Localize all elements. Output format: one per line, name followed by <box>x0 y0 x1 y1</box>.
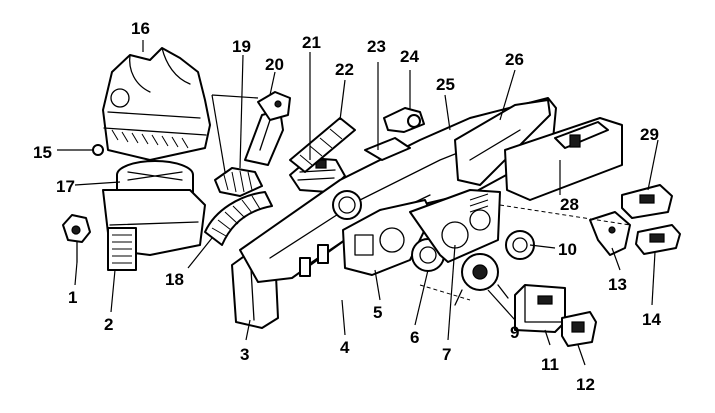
part-22-hose <box>289 117 356 173</box>
part-26-dash-end <box>454 99 551 186</box>
part-5-instrument-bezel <box>342 199 433 276</box>
label-26: 26 <box>505 50 524 69</box>
callout-labels: 1 2 3 4 5 6 7 9 10 11 12 13 14 15 16 17 … <box>33 19 661 394</box>
label-21: 21 <box>302 33 321 52</box>
part-13-bracket <box>589 211 631 256</box>
label-29: 29 <box>640 125 659 144</box>
part-16-blower-housing <box>102 47 211 161</box>
label-1: 1 <box>68 288 77 307</box>
label-3: 3 <box>240 345 249 364</box>
part-29-switch <box>621 184 673 219</box>
part-1-switch <box>62 214 91 263</box>
label-15: 15 <box>33 143 52 162</box>
label-6: 6 <box>410 328 419 347</box>
part-15-fastener <box>92 144 104 156</box>
label-19: 19 <box>232 37 251 56</box>
label-4: 4 <box>340 338 350 357</box>
part-12-switch <box>561 311 597 347</box>
part-19-vent-duct <box>214 109 284 197</box>
label-28: 28 <box>560 195 579 214</box>
part-2-heater-box <box>102 189 206 271</box>
part-14-switch <box>635 224 681 255</box>
part-24-plug <box>383 107 425 133</box>
label-13: 13 <box>608 275 627 294</box>
label-9: 9 <box>510 323 519 342</box>
label-23: 23 <box>367 37 386 56</box>
leader-lines <box>57 40 659 366</box>
part-28-glovebox <box>504 117 623 201</box>
label-5: 5 <box>373 303 382 322</box>
label-20: 20 <box>265 55 284 74</box>
label-25: 25 <box>436 75 455 94</box>
label-24: 24 <box>400 47 419 66</box>
part-11-switch-module <box>514 284 566 333</box>
label-12: 12 <box>576 375 595 394</box>
label-11: 11 <box>541 355 559 374</box>
label-2: 2 <box>104 315 113 334</box>
part-9-speedometer <box>454 253 509 306</box>
part-18-flex-duct <box>204 191 273 246</box>
label-14: 14 <box>642 310 661 329</box>
part-10-tachometer <box>505 230 535 260</box>
label-7: 7 <box>442 345 451 364</box>
label-10: 10 <box>558 240 577 259</box>
label-18: 18 <box>165 270 184 289</box>
part-20-bracket <box>257 91 291 121</box>
label-17: 17 <box>56 177 75 196</box>
part-7-cluster <box>409 189 501 263</box>
label-16: 16 <box>131 19 150 38</box>
label-22: 22 <box>335 60 354 79</box>
